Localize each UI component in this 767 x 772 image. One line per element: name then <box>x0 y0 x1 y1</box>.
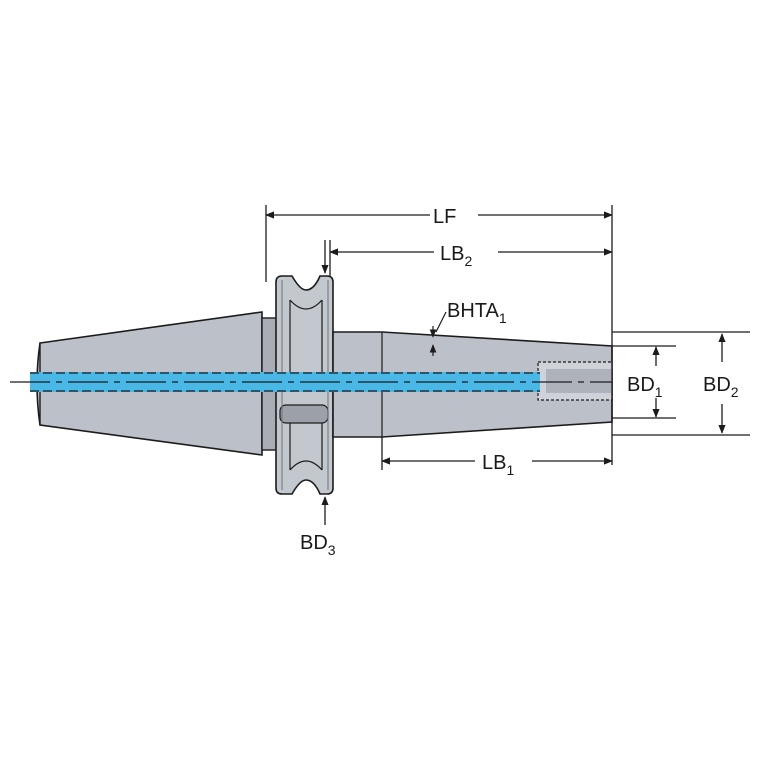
front-bore-inner <box>546 369 612 393</box>
lb1-label: LB1 <box>482 452 514 478</box>
bd1-label: BD1 <box>627 374 663 400</box>
bhta1-label: BHTA1 <box>447 300 507 326</box>
bhta1-leader <box>435 311 447 333</box>
bd2-label: BD2 <box>703 374 739 400</box>
bd3-label: BD3 <box>300 532 336 558</box>
drive-slot <box>279 404 329 424</box>
flange-groove-top <box>289 299 323 372</box>
lb2-label: LB2 <box>440 243 472 269</box>
lf-label: LF <box>433 206 456 228</box>
coolant-channel <box>30 372 540 392</box>
